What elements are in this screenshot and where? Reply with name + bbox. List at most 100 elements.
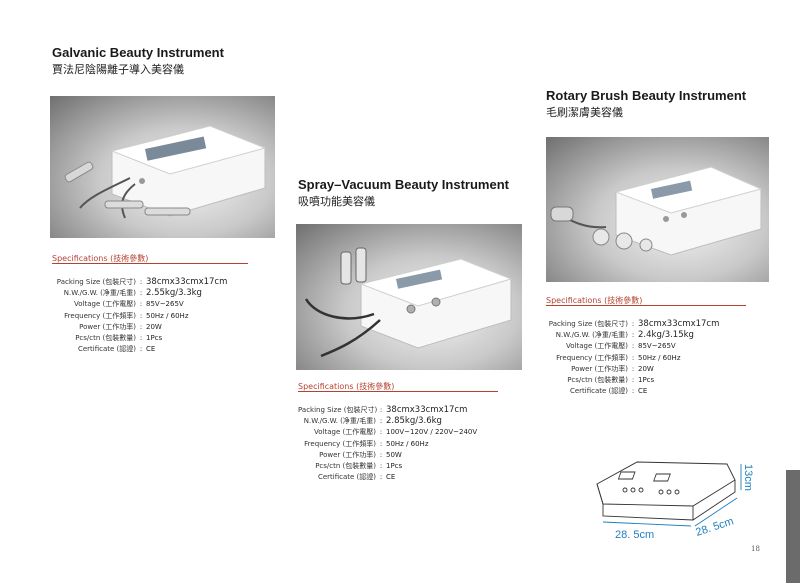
- spec-divider-spray: [298, 391, 498, 392]
- spec-label: Packing Size (包裝尺寸): [298, 406, 378, 414]
- spec-row: N.W./G.W. (净重/毛重):2.4kg/3.15kg: [546, 330, 719, 341]
- product-title-spray: Spray–Vacuum Beauty Instrument: [298, 177, 509, 192]
- spec-label: Packing Size (包裝尺寸): [56, 278, 136, 286]
- spec-label: Certificate (認證): [569, 387, 628, 396]
- spec-row: Frequency (工作頻率):50Hz / 60Hz: [52, 311, 227, 322]
- product-photo-rotary: [546, 137, 769, 282]
- spec-separator: :: [631, 320, 635, 328]
- spec-row: Voltage (工作電壓):85V~265V: [52, 299, 227, 310]
- spec-row: Certificate (認證):CE: [298, 472, 477, 483]
- spec-separator: :: [139, 311, 143, 320]
- spec-label: Power (工作功率): [79, 322, 136, 331]
- spec-row: N.W./G.W. (净重/毛重):2.55kg/3.3kg: [52, 288, 227, 299]
- spec-divider-rotary: [546, 305, 746, 306]
- spec-label: Voltage (工作電壓): [314, 428, 376, 437]
- spec-label: Voltage (工作電壓): [566, 342, 628, 351]
- spec-separator: :: [631, 353, 635, 362]
- spec-separator: :: [139, 345, 143, 354]
- spec-value: 1Pcs: [638, 376, 655, 385]
- spec-label: Frequency (工作頻率): [304, 439, 376, 448]
- spec-divider-galvanic: [52, 263, 248, 264]
- spec-row: Frequency (工作頻率):50Hz / 60Hz: [298, 439, 477, 450]
- spec-separator: :: [379, 450, 383, 459]
- spec-separator: :: [379, 417, 383, 426]
- spec-label: Certificate (認證): [77, 345, 136, 354]
- spec-value: 2.4kg/3.15kg: [638, 330, 694, 341]
- spec-separator: :: [139, 322, 143, 331]
- spec-row: Frequency (工作頻率):50Hz / 60Hz: [546, 353, 719, 364]
- spec-row: Power (工作功率):50W: [298, 450, 477, 461]
- product-subtitle-spray: 吸噴功能美容儀: [298, 195, 375, 208]
- dimension-diagram: 28. 5cm 28. 5cm 13cm: [596, 461, 754, 541]
- spec-value: 38cmx33cmx17cm: [146, 277, 228, 287]
- spec-row: Voltage (工作電壓):85V~265V: [546, 341, 719, 352]
- spec-value: 85V~265V: [638, 342, 676, 351]
- spec-label: Power (工作功率): [571, 364, 628, 373]
- dimension-height-label: 13cm: [742, 464, 754, 491]
- product-title-galvanic: Galvanic Beauty Instrument: [52, 45, 224, 60]
- spec-row: Voltage (工作電壓):100V~120V / 220V~240V: [298, 427, 477, 438]
- spec-separator: :: [631, 331, 635, 340]
- spec-label: Voltage (工作電壓): [74, 300, 136, 309]
- spec-row: Pcs/ctn (包裝數量):1Pcs: [546, 375, 719, 386]
- spec-label: Packing Size (包裝尺寸): [548, 320, 628, 328]
- spec-row: Power (工作功率):20W: [546, 364, 719, 375]
- spec-label: Pcs/ctn (包裝數量): [315, 462, 376, 471]
- spec-heading-rotary: Specifications (技術參數): [546, 296, 643, 305]
- spec-row: Packing Size (包裝尺寸):38cmx33cmx17cm: [52, 277, 228, 288]
- spec-separator: :: [379, 428, 383, 437]
- product-photo-galvanic: [50, 96, 275, 238]
- spec-row: Pcs/ctn (包裝數量):1Pcs: [298, 461, 477, 472]
- spec-value: 50Hz / 60Hz: [386, 439, 429, 448]
- spec-separator: :: [379, 462, 383, 471]
- spec-value: 85V~265V: [146, 300, 184, 309]
- spec-value: 1Pcs: [386, 462, 403, 471]
- spec-value: 2.85kg/3.6kg: [386, 416, 442, 427]
- spec-separator: :: [379, 439, 383, 448]
- spec-value: CE: [386, 473, 396, 482]
- spec-value: 50Hz / 60Hz: [146, 311, 189, 320]
- spec-value: 50W: [386, 450, 402, 459]
- product-subtitle-rotary: 毛刷潔膚美容儀: [546, 106, 623, 119]
- page-edge-tab: [786, 470, 800, 583]
- spec-row: Power (工作功率):20W: [52, 322, 227, 333]
- spec-separator: :: [139, 334, 143, 343]
- spec-label: Certificate (認證): [317, 473, 376, 482]
- spec-heading-spray: Specifications (技術參數): [298, 382, 395, 391]
- spec-value: 2.55kg/3.3kg: [146, 288, 202, 299]
- spec-value: 20W: [638, 364, 654, 373]
- product-subtitle-galvanic: 賈法尼陰陽離子導入美容儀: [52, 63, 184, 76]
- dimension-lines: [602, 464, 742, 527]
- spec-heading-galvanic: Specifications (技術參數): [52, 254, 149, 263]
- spec-value: 20W: [146, 322, 162, 331]
- spec-label: Pcs/ctn (包裝數量): [75, 334, 136, 343]
- dimension-width-label: 28. 5cm: [615, 529, 654, 541]
- spec-separator: :: [139, 300, 143, 309]
- dimension-depth-label: 28. 5cm: [694, 515, 735, 539]
- spec-separator: :: [631, 387, 635, 396]
- spec-label: Pcs/ctn (包裝數量): [567, 376, 628, 385]
- spec-row: Certificate (認證):CE: [546, 386, 719, 397]
- spec-value: 100V~120V / 220V~240V: [386, 428, 478, 437]
- spec-value: CE: [146, 345, 156, 354]
- spec-value: 38cmx33cmx17cm: [386, 405, 468, 415]
- product-title-rotary: Rotary Brush Beauty Instrument: [546, 88, 747, 103]
- spec-value: 50Hz / 60Hz: [638, 353, 681, 362]
- spec-row: N.W./G.W. (净重/毛重):2.85kg/3.6kg: [298, 416, 477, 427]
- spec-value: 1Pcs: [146, 334, 163, 343]
- product-photo-spray: [296, 224, 522, 370]
- spec-value: CE: [638, 387, 648, 396]
- spec-separator: :: [139, 278, 143, 286]
- spec-separator: :: [379, 473, 383, 482]
- spec-label: Power (工作功率): [319, 450, 376, 459]
- spec-row: Packing Size (包裝尺寸):38cmx33cmx17cm: [546, 319, 720, 330]
- device-outline: [596, 461, 736, 521]
- spec-label: N.W./G.W. (净重/毛重): [555, 331, 628, 340]
- spec-row: Packing Size (包裝尺寸):38cmx33cmx17cm: [298, 405, 477, 416]
- spec-separator: :: [631, 364, 635, 373]
- page-number: 18: [751, 545, 760, 553]
- spec-separator: :: [631, 342, 635, 351]
